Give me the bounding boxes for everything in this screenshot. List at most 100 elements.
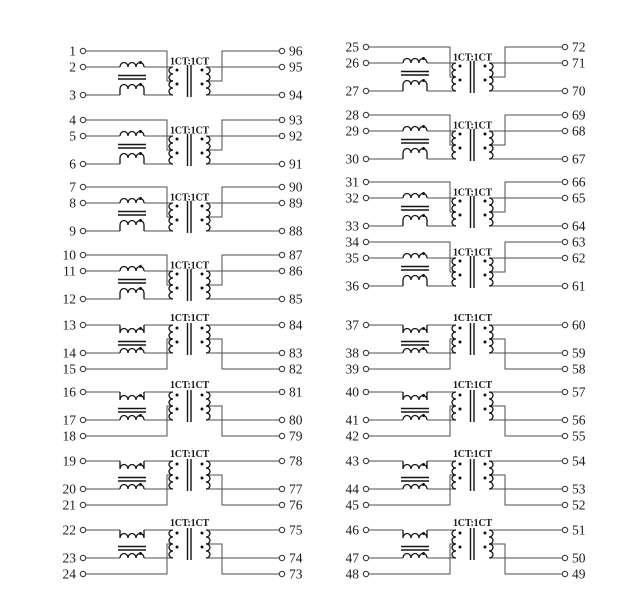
pin-label-25: 25 bbox=[346, 40, 360, 55]
pin-wire-right-ct bbox=[206, 474, 279, 506]
polarity-dot bbox=[139, 327, 142, 330]
ratio-label: 1CT:1CT bbox=[170, 380, 210, 391]
pin-label-86: 86 bbox=[289, 264, 303, 279]
polarity-dot bbox=[458, 213, 462, 217]
pin-wire-left-ct bbox=[369, 543, 456, 575]
pin-label-52: 52 bbox=[572, 498, 586, 513]
pin-terminal-9 bbox=[79, 227, 87, 235]
pin-terminal-6 bbox=[79, 160, 87, 168]
pin-wire-left-ct bbox=[369, 405, 456, 437]
polarity-dot bbox=[200, 393, 204, 397]
pin-label-39: 39 bbox=[346, 362, 360, 377]
pin-label-91: 91 bbox=[289, 157, 303, 172]
pin-wire-right-ct bbox=[206, 338, 279, 370]
polarity-dot bbox=[175, 476, 179, 480]
pin-label-3: 3 bbox=[69, 88, 76, 103]
polarity-dot bbox=[422, 414, 425, 417]
pin-terminal-35 bbox=[362, 254, 370, 262]
secondary-winding bbox=[205, 529, 211, 559]
polarity-dot bbox=[422, 274, 425, 277]
pin-wire-left-ct bbox=[86, 186, 173, 218]
pin-label-27: 27 bbox=[346, 84, 360, 99]
pin-label-93: 93 bbox=[289, 113, 303, 128]
ratio-label: 1CT:1CT bbox=[453, 188, 493, 199]
polarity-dot bbox=[458, 462, 462, 466]
pin-label-2: 2 bbox=[69, 60, 76, 75]
pin-label-82: 82 bbox=[289, 362, 303, 377]
pin-terminal-64 bbox=[561, 222, 569, 230]
pin-terminal-45 bbox=[362, 501, 370, 509]
ratio-label: 1CT:1CT bbox=[453, 313, 493, 324]
pin-terminal-17 bbox=[79, 416, 87, 424]
pin-wire-right-ct bbox=[489, 114, 562, 146]
ratio-label: 1CT:1CT bbox=[170, 193, 210, 204]
pin-terminal-27 bbox=[362, 87, 370, 95]
polarity-dot bbox=[175, 531, 179, 535]
polarity-dot bbox=[458, 259, 462, 263]
polarity-dot bbox=[483, 462, 487, 466]
pin-terminal-60 bbox=[561, 321, 569, 329]
ratio-label: 1CT:1CT bbox=[170, 313, 210, 324]
polarity-dot bbox=[483, 476, 487, 480]
pin-label-55: 55 bbox=[572, 429, 586, 444]
polarity-dot bbox=[422, 483, 425, 486]
pin-wire-right-ct bbox=[489, 338, 562, 370]
polarity-dot bbox=[200, 476, 204, 480]
pin-wire-left-ct bbox=[86, 338, 173, 370]
pin-terminal-48 bbox=[362, 570, 370, 578]
choke-winding-bottom bbox=[402, 79, 428, 91]
pin-wire-left-ct bbox=[86, 543, 173, 575]
pin-terminal-51 bbox=[561, 526, 569, 534]
secondary-winding bbox=[205, 202, 211, 232]
polarity-dot bbox=[458, 132, 462, 136]
primary-winding bbox=[451, 257, 457, 287]
pin-label-7: 7 bbox=[69, 180, 76, 195]
pin-terminal-25 bbox=[362, 43, 370, 51]
choke-winding-bottom bbox=[402, 147, 428, 159]
pin-terminal-66 bbox=[561, 178, 569, 186]
polarity-dot bbox=[458, 340, 462, 344]
ratio-label: 1CT:1CT bbox=[453, 53, 493, 64]
pin-label-21: 21 bbox=[63, 498, 77, 513]
polarity-dot bbox=[422, 347, 425, 350]
pin-terminal-91 bbox=[278, 160, 286, 168]
polarity-dot bbox=[483, 407, 487, 411]
pin-label-29: 29 bbox=[346, 124, 360, 139]
polarity-dot bbox=[139, 219, 142, 222]
pin-label-92: 92 bbox=[289, 129, 303, 144]
pin-terminal-24 bbox=[79, 570, 87, 578]
polarity-dot bbox=[483, 199, 487, 203]
pin-label-8: 8 bbox=[69, 196, 76, 211]
pin-wire-right-ct bbox=[489, 181, 562, 213]
polarity-dot bbox=[175, 137, 179, 141]
primary-winding bbox=[168, 324, 174, 354]
pin-wire-left-ct bbox=[369, 338, 456, 370]
pin-terminal-7 bbox=[79, 183, 87, 191]
ratio-label: 1CT:1CT bbox=[170, 126, 210, 137]
pin-terminal-96 bbox=[278, 47, 286, 55]
pin-terminal-89 bbox=[278, 199, 286, 207]
pin-label-38: 38 bbox=[346, 346, 360, 361]
pin-label-20: 20 bbox=[63, 482, 77, 497]
polarity-dot bbox=[175, 340, 179, 344]
pin-wire-left-ct bbox=[86, 405, 173, 437]
pin-terminal-47 bbox=[362, 554, 370, 562]
pin-terminal-39 bbox=[362, 365, 370, 373]
pin-label-46: 46 bbox=[346, 523, 360, 538]
polarity-dot bbox=[175, 272, 179, 276]
polarity-dot bbox=[458, 146, 462, 150]
polarity-dot bbox=[175, 68, 179, 72]
pin-wire-right-ct bbox=[489, 46, 562, 78]
primary-winding bbox=[168, 66, 174, 96]
polarity-dot bbox=[458, 407, 462, 411]
primary-winding bbox=[168, 460, 174, 490]
pin-label-85: 85 bbox=[289, 292, 303, 307]
pin-terminal-82 bbox=[278, 365, 286, 373]
pin-terminal-18 bbox=[79, 432, 87, 440]
pin-label-83: 83 bbox=[289, 346, 303, 361]
pin-terminal-63 bbox=[561, 238, 569, 246]
